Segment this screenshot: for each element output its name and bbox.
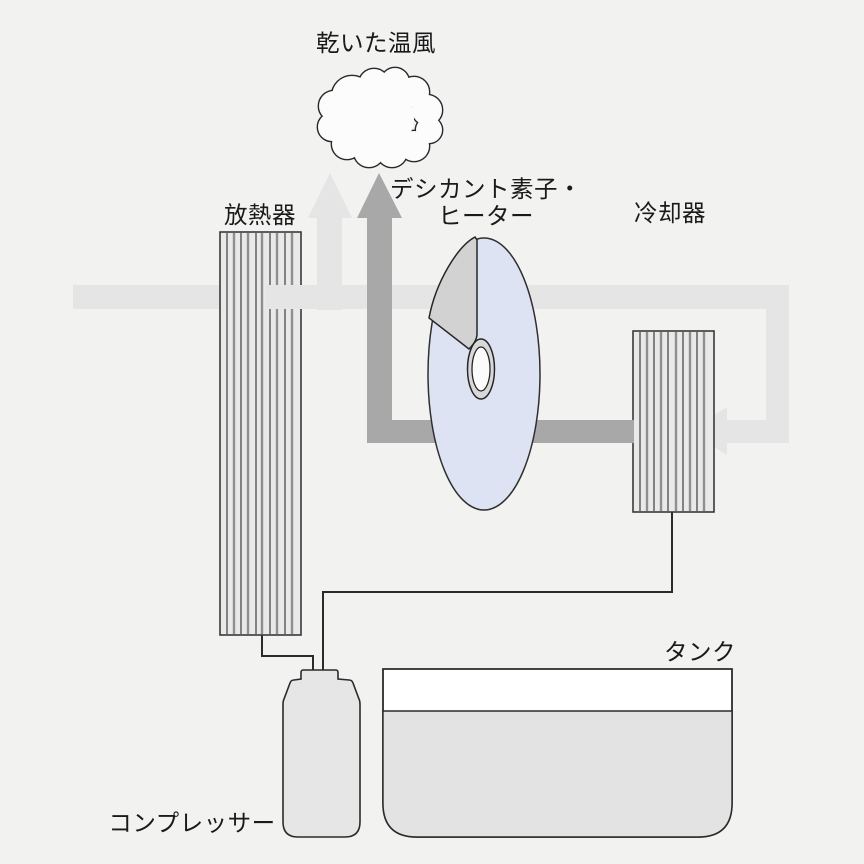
- tank-water: [382, 710, 733, 838]
- cooler-fins: [639, 332, 698, 511]
- pipe-radiator-to-compressor: [261, 635, 314, 670]
- pipe-cooler-to-compressor: [322, 512, 673, 670]
- label-desiccant-line2: ヒーター: [438, 203, 534, 229]
- light-up-arrowhead: [308, 173, 352, 218]
- light-path-right-leg: [766, 285, 789, 443]
- cooler: [632, 330, 715, 513]
- label-dry-warm-air: 乾いた温風: [316, 30, 436, 56]
- dry-air-cloud: [316, 66, 444, 169]
- dark-up-arrow-shaft: [367, 217, 392, 443]
- refrigerant-lines: [261, 512, 673, 670]
- dark-up-arrowhead: [357, 173, 402, 218]
- desiccant-wheel: [427, 236, 541, 511]
- label-desiccant-line1: デシカント素子・: [390, 176, 582, 202]
- heater-sector: [428, 236, 478, 350]
- light-up-arrow-shaft: [317, 217, 342, 310]
- labels: 乾いた温風 放熱器 デシカント素子・ ヒーター 冷却器 タンク コンプレッサー: [108, 30, 736, 836]
- light-path-arrow-body: [726, 420, 789, 443]
- compressor-body: [282, 669, 361, 838]
- light-path-top-band: [73, 285, 789, 309]
- light-air-path: [73, 173, 789, 455]
- wheel-hub-hole: [471, 346, 491, 392]
- label-tank: タンク: [664, 639, 736, 665]
- cloud-fill: [318, 68, 442, 167]
- label-cooler: 冷却器: [634, 200, 706, 226]
- cooler-body: [632, 330, 715, 513]
- label-radiator: 放熱器: [224, 202, 296, 228]
- cooler-fins-thick: [645, 332, 706, 511]
- light-path-over-radiator-patch: [266, 285, 303, 309]
- label-compressor: コンプレッサー: [108, 810, 275, 836]
- tank: [382, 668, 733, 838]
